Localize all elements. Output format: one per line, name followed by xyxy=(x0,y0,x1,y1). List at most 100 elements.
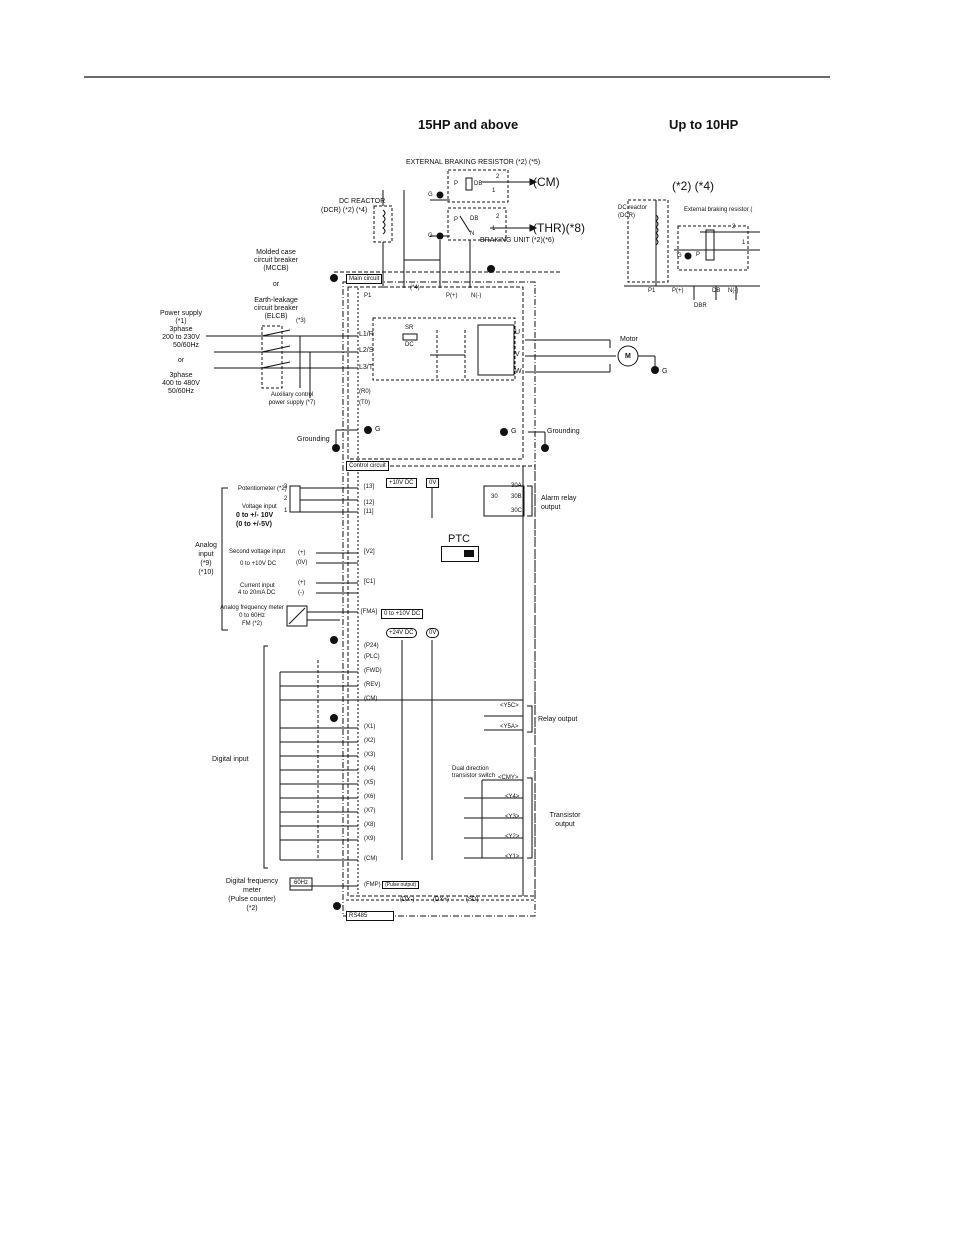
c1-minus: (-) xyxy=(298,590,304,596)
ground-symbol-res xyxy=(436,191,444,199)
analog-input-2: input xyxy=(198,551,214,558)
bu-1: 1 xyxy=(492,226,496,232)
res-2: 2 xyxy=(496,174,500,180)
mccb-line1: Molded case xyxy=(256,249,296,256)
terminal-l1r: L1/R xyxy=(359,331,374,338)
small-db: DB xyxy=(712,288,721,294)
ground-symbol-motor xyxy=(651,366,659,374)
terminal-fma: [FMA] xyxy=(361,609,377,615)
small-pplus: P(+) xyxy=(672,288,684,294)
braking-unit-label: BRAKING UNIT (*2)(*6) xyxy=(480,237,555,244)
power-supply-3: 3phase xyxy=(169,326,193,333)
small-2: 2 xyxy=(732,224,736,230)
terminal-t0: (T0) xyxy=(359,400,370,406)
p1-terminal: P1 xyxy=(364,293,372,299)
c1-range: 4 to 20mA DC xyxy=(238,590,276,596)
small-1: 1 xyxy=(742,240,746,246)
terminal-x2: (X2) xyxy=(364,738,376,744)
power-supply-5: 50/60Hz xyxy=(172,342,200,349)
v2-plus: (+) xyxy=(298,550,306,556)
voltage-range-10: 0 to +/- 10V xyxy=(236,512,274,519)
star4-label: (*4) xyxy=(410,285,420,291)
small-p1: P1 xyxy=(648,288,656,294)
power-supply-2: (*1) xyxy=(175,318,187,325)
terminal-v: V xyxy=(515,351,520,358)
ground-symbol-top xyxy=(487,265,495,273)
small-dc-reactor-1: DC reactor xyxy=(618,205,648,211)
alarm-relay-2: output xyxy=(541,504,561,511)
terminal-cm2: (CM) xyxy=(364,856,378,862)
res-p: P xyxy=(454,181,459,187)
rs485-box: RS485 xyxy=(346,911,394,921)
plus10v-box: +10V DC xyxy=(386,478,417,488)
terminal-v2: [V2] xyxy=(364,549,375,555)
terminal-y5c: <Y5C> xyxy=(500,703,519,709)
small-star-label: (*2) (*4) xyxy=(672,179,715,193)
terminal-rev: (REV) xyxy=(364,682,381,688)
analog-input-1: Analog xyxy=(195,542,217,549)
terminal-cm1: (CM) xyxy=(364,696,378,702)
analog-input-3: (*9) xyxy=(200,560,212,567)
pot-2: 2 xyxy=(284,496,288,502)
terminal-11: [11] xyxy=(364,509,374,515)
voltage-range-5: (0 to +/-5V) xyxy=(236,521,272,528)
terminal-x9: (X9) xyxy=(364,836,376,842)
dfm-1: Digital frequency xyxy=(225,878,279,885)
dfm-4: (*2) xyxy=(246,905,258,912)
small-dc-reactor-2: (DCR) xyxy=(618,213,635,219)
pot-3: 3 xyxy=(284,484,288,490)
terminal-c1: [C1] xyxy=(364,579,376,585)
bu-n: N xyxy=(470,231,475,237)
terminal-l3t: L3/T xyxy=(359,364,374,371)
ground-symbol-ground-left xyxy=(332,444,340,452)
pot-1: 1 xyxy=(284,508,288,514)
afm-2: 0 to 60Hz xyxy=(239,613,265,619)
ptc-switch xyxy=(441,546,479,562)
elcb-line2: circuit breaker xyxy=(254,305,298,312)
v2-zero: (0V) xyxy=(296,560,308,566)
alarm-30c: 30C xyxy=(511,508,523,514)
v2-range: 0 to +10V DC xyxy=(240,561,277,567)
digital-input-switches xyxy=(279,660,358,861)
terminal-y4: <Y4> xyxy=(505,794,520,800)
ext-braking-label: EXTERNAL BRAKING RESISTOR (*2) (*5) xyxy=(406,159,541,166)
control-circuit-box: Control circuit xyxy=(346,461,389,471)
ground-symbol-g-left xyxy=(364,426,372,434)
c1-plus: (+) xyxy=(298,580,306,586)
terminal-13: [13] xyxy=(364,484,375,490)
or-2: or xyxy=(177,357,185,364)
ground-symbol-rs xyxy=(333,902,341,910)
terminal-dxp: (DX+) xyxy=(433,897,449,903)
sr-label: SR xyxy=(405,325,414,331)
phase400-3: 50/60Hz xyxy=(167,388,195,395)
terminal-dxm: (DX-) xyxy=(400,897,415,903)
heading-10hp: Up to 10HP xyxy=(669,117,739,132)
dc-label: DC xyxy=(405,342,414,348)
terminal-x7: (X7) xyxy=(364,808,376,814)
ground-symbol-mccb xyxy=(330,274,338,282)
small-p: P xyxy=(696,252,701,258)
pplus-terminal: P(+) xyxy=(446,293,458,299)
g1-label: G xyxy=(428,192,433,198)
aux-1: Auxiliary control xyxy=(270,392,314,398)
dual-1: Dual direction xyxy=(452,766,489,772)
analog-input-4: (*10) xyxy=(198,569,214,576)
bu-2: 2 xyxy=(496,214,500,220)
voltage-input-label: Voltage input xyxy=(242,504,277,510)
phase400-2: 400 to 480V xyxy=(162,380,200,387)
terminal-w: W xyxy=(515,368,522,375)
current-input-label: Current input xyxy=(240,583,275,589)
aux-2: power supply (*7) xyxy=(268,400,316,406)
power-supply-4: 200 to 230V xyxy=(162,334,200,341)
dual-2: transistor switch xyxy=(452,773,496,779)
motor-label: Motor xyxy=(620,336,638,343)
ptc-label: PTC xyxy=(448,533,470,545)
terminal-y2: <Y2> xyxy=(505,834,520,840)
ground-symbol-bu xyxy=(436,232,444,240)
alarm-30: 30 xyxy=(491,494,498,500)
terminal-r0: (R0) xyxy=(359,389,371,395)
dfm-2: meter xyxy=(243,887,261,894)
ground-symbol-small xyxy=(684,252,692,260)
